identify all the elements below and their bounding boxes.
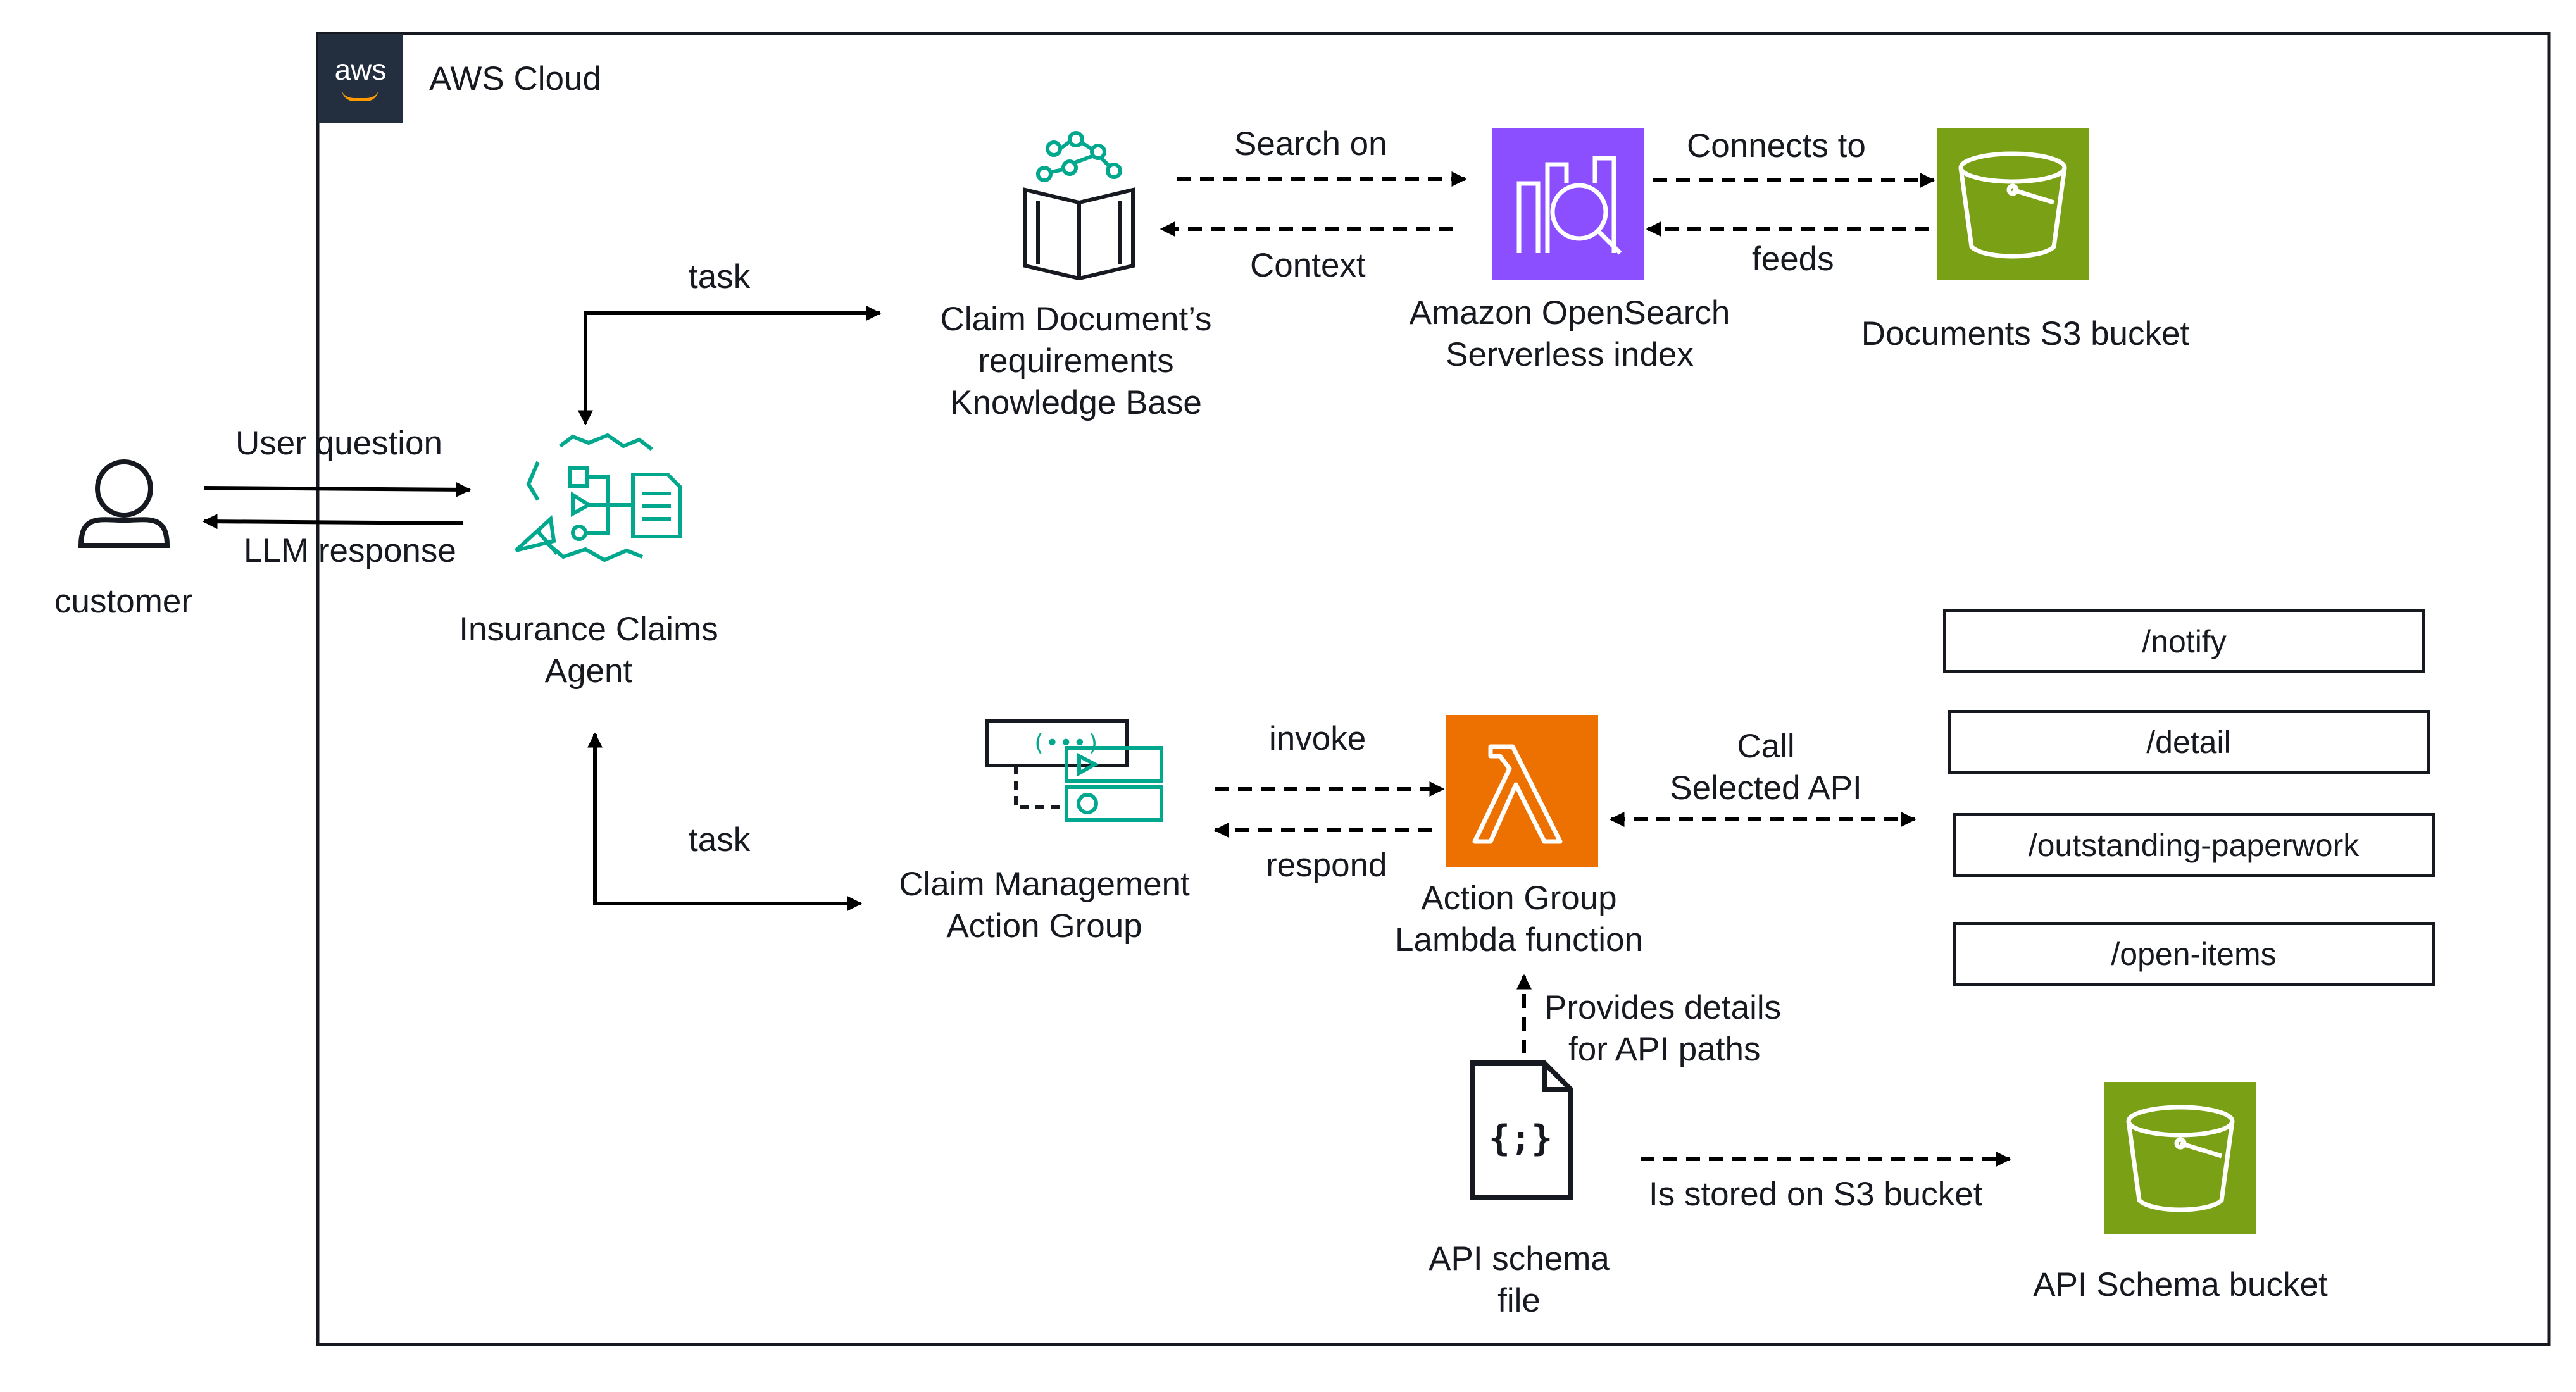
customer-label: customer <box>54 583 192 620</box>
api-path-outstanding-paperwork: /outstanding-paperwork <box>1953 813 2435 877</box>
provides-details-label: Provides details <box>1544 989 1782 1026</box>
agent-label-line1: Insurance Claims <box>459 611 718 648</box>
feeds-label: feeds <box>1752 240 1834 278</box>
schema-s3-bucket-icon <box>2126 1105 2235 1212</box>
opensearch-icon <box>1516 156 1622 255</box>
aws-logo-text: aws <box>334 53 387 86</box>
kb-label-line3: Knowledge Base <box>950 384 1202 421</box>
arrow-task-action-group <box>587 732 863 911</box>
documents-bucket-label: Documents S3 bucket <box>1861 315 2190 352</box>
lambda-label-line2: Lambda function <box>1395 921 1643 959</box>
user-question-label: User question <box>235 425 443 462</box>
arrow-task-kb <box>578 306 882 426</box>
lambda-label-line1: Action Group <box>1421 879 1617 917</box>
search-on-label: Search on <box>1234 125 1387 163</box>
customer-user-icon <box>78 459 170 548</box>
llm-response-label: LLM response <box>244 532 456 569</box>
schema-file-label-line1: API schema <box>1429 1240 1610 1277</box>
api-path-notify: /notify <box>1943 609 2425 673</box>
task-bottom-label: task <box>689 821 751 859</box>
aws-cloud-group <box>316 32 2551 1346</box>
json-file-icon: {;} <box>1470 1060 1573 1200</box>
opensearch-service-tile <box>1492 128 1644 280</box>
stored-on-s3-label: Is stored on S3 bucket <box>1649 1176 1983 1213</box>
arrow-llm-response <box>202 514 464 530</box>
kb-label-line2: requirements <box>978 342 1174 380</box>
action-group-icon: (•••) <box>985 719 1163 822</box>
connects-to-label: Connects to <box>1687 127 1866 165</box>
invoke-label: invoke <box>1269 720 1366 757</box>
kb-label-line1: Claim Document’s <box>940 301 1212 338</box>
context-label: Context <box>1250 247 1366 284</box>
schema-bucket-label: API Schema bucket <box>2033 1266 2328 1303</box>
action-group-label-line2: Action Group <box>946 907 1142 945</box>
svg-text:{;}: {;} <box>1489 1118 1553 1159</box>
schema-file-label-line2: file <box>1497 1282 1541 1319</box>
lambda-service-tile <box>1446 715 1598 867</box>
aws-logo-badge: aws <box>318 34 403 123</box>
api-path-detail: /detail <box>1948 710 2430 774</box>
respond-label: respond <box>1266 847 1387 884</box>
aws-smile-icon <box>342 89 378 101</box>
knowledge-base-icon <box>1023 131 1135 281</box>
action-group-label-line1: Claim Management <box>899 866 1190 903</box>
agent-label-line2: Agent <box>544 652 633 690</box>
documents-s3-bucket-icon <box>1958 151 2067 259</box>
for-api-paths-label: for API paths <box>1568 1031 1761 1068</box>
call-label: Call <box>1737 728 1795 765</box>
arrow-user-question <box>203 482 472 497</box>
bedrock-agent-icon <box>514 433 682 562</box>
opensearch-label-line1: Amazon OpenSearch <box>1409 294 1730 332</box>
api-path-open-items: /open-items <box>1953 922 2435 986</box>
opensearch-label-line2: Serverless index <box>1446 336 1694 373</box>
lambda-icon <box>1472 744 1563 844</box>
selected-api-label: Selected API <box>1670 769 1862 807</box>
aws-cloud-title: AWS Cloud <box>429 60 601 97</box>
task-top-label: task <box>689 258 751 295</box>
